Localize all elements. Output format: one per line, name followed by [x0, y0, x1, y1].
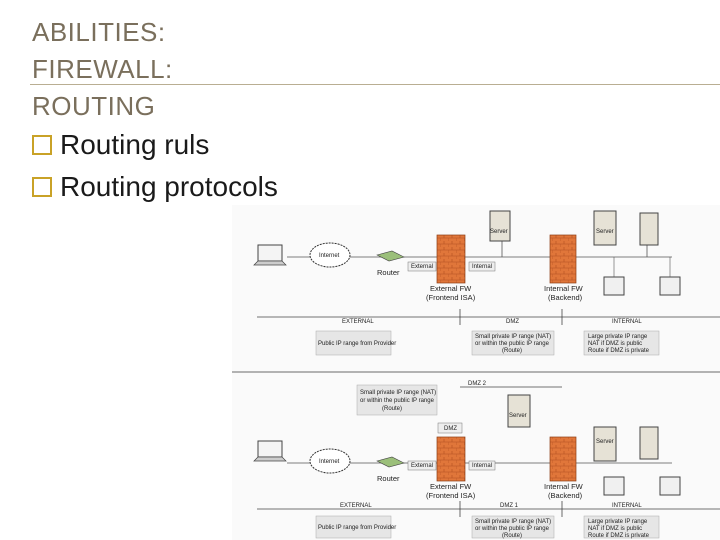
internal-firewall-icon: Internal FW (Backend): [544, 234, 584, 302]
laptop-icon: [253, 440, 287, 462]
server-label: Server: [596, 229, 614, 235]
external-firewall-icon: External FW (Frontend ISA): [426, 234, 476, 302]
server-tower-icon: [639, 426, 659, 460]
note-public-text: Public IP range from Provider: [318, 341, 396, 347]
external-port-label: External: [411, 463, 433, 469]
internal-fw-sub-label: (Backend): [548, 491, 583, 500]
external-firewall-icon: External FW (Frontend ISA): [426, 436, 476, 500]
slide-title: ABILITIES: FIREWALL: ROUTING: [32, 14, 452, 125]
external-fw-sub-label: (Frontend ISA): [426, 293, 476, 302]
external-fw-label: External FW: [430, 284, 472, 293]
external-port-label: External: [411, 264, 433, 270]
internal-firewall-icon: Internal FW (Backend): [544, 436, 584, 500]
workstation-icon: [603, 276, 625, 296]
bullet-box-icon: [32, 135, 52, 155]
note-public-box: [315, 515, 392, 539]
router-icon: Router: [376, 456, 405, 483]
title-line-2: FIREWALL:: [32, 54, 173, 84]
internet-label: Internet: [319, 253, 340, 259]
zone-internal-label: INTERNAL: [612, 319, 642, 325]
internet-cloud-icon: Internet: [309, 242, 351, 268]
internal-port-label: Internal: [472, 264, 492, 270]
bullet-item: Routing ruls: [32, 124, 278, 166]
server-icon: Server: [507, 394, 531, 428]
external-fw-sub-label: (Frontend ISA): [426, 491, 476, 500]
note-internal-box: [583, 330, 660, 356]
dmz2-label: DMZ 2: [468, 381, 487, 387]
note-dmz-line-2: or within the public IP range: [475, 526, 550, 532]
title-divider: [30, 84, 720, 85]
note-dmz-box: [471, 330, 555, 356]
note-dmz2-line-2: or within the public IP range: [360, 398, 435, 404]
server-label: Server: [490, 229, 508, 235]
note-dmz-box: [471, 515, 555, 539]
note-dmz2-box: [356, 384, 438, 416]
internet-label: Internet: [319, 459, 340, 465]
title-line-1: ABILITIES:: [32, 17, 166, 47]
server-label: Server: [596, 439, 614, 445]
dmz-label: DMZ: [444, 426, 457, 432]
note-public-text: Public IP range from Provider: [318, 525, 396, 531]
laptop-icon: [253, 244, 287, 266]
note-dmz-line-3: (Route): [502, 348, 522, 354]
bullet-box-icon: [32, 177, 52, 197]
router-label: Router: [377, 268, 400, 277]
note-dmz-line-1: Small private IP range (NAT): [475, 334, 551, 340]
workstation-icon: [603, 476, 625, 496]
note-dmz2-line-1: Small private IP range (NAT): [360, 390, 436, 396]
zone-external-label: EXTERNAL: [342, 319, 374, 325]
note-internal-line-3: Route if DMZ is private: [588, 533, 650, 539]
bullet-text: Routing ruls: [60, 129, 210, 160]
network-diagram: Internet Router External Internal Extern…: [232, 205, 720, 540]
note-dmz2-line-3: (Route): [382, 406, 402, 412]
zone-dmz1-label: DMZ 1: [500, 503, 519, 509]
internal-fw-sub-label: (Backend): [548, 293, 583, 302]
server-icon: Server: [489, 210, 511, 242]
internet-cloud-icon: Internet: [309, 448, 351, 474]
note-internal-line-1: Large private IP range: [588, 519, 648, 525]
bullet-list: Routing ruls Routing protocols: [32, 124, 278, 208]
internal-fw-label: Internal FW: [544, 482, 584, 491]
note-dmz-line-2: or within the public IP range: [475, 341, 550, 347]
note-internal-line-2: NAT if DMZ is public: [588, 341, 642, 347]
note-internal-line-1: Large private IP range: [588, 334, 648, 340]
diagram-top: Internet Router External Internal Extern…: [253, 210, 720, 356]
diagram-bottom: DMZ 2 Small private IP range (NAT) or wi…: [253, 381, 720, 539]
note-internal-line-2: NAT if DMZ is public: [588, 526, 642, 532]
external-fw-label: External FW: [430, 482, 472, 491]
note-internal-line-3: Route if DMZ is private: [588, 348, 650, 354]
internal-fw-label: Internal FW: [544, 284, 584, 293]
note-dmz-line-3: (Route): [502, 533, 522, 539]
zone-internal-label: INTERNAL: [612, 503, 642, 509]
bullet-text: Routing protocols: [60, 171, 278, 202]
router-label: Router: [377, 474, 400, 483]
server-icon: Server: [593, 426, 617, 462]
note-dmz-line-1: Small private IP range (NAT): [475, 519, 551, 525]
zone-external-label: EXTERNAL: [340, 503, 372, 509]
server-label: Server: [509, 413, 527, 419]
note-internal-box: [583, 515, 660, 539]
router-icon: Router: [376, 250, 405, 277]
workstation-icon: [659, 276, 681, 296]
server-tower-icon: [639, 212, 659, 246]
workstation-icon: [659, 476, 681, 496]
zone-dmz-label: DMZ: [506, 319, 519, 325]
internal-port-label: Internal: [472, 463, 492, 469]
note-public-box: [315, 330, 392, 356]
server-icon: Server: [593, 210, 617, 246]
bullet-item: Routing protocols: [32, 166, 278, 208]
title-line-3: ROUTING: [32, 91, 156, 121]
